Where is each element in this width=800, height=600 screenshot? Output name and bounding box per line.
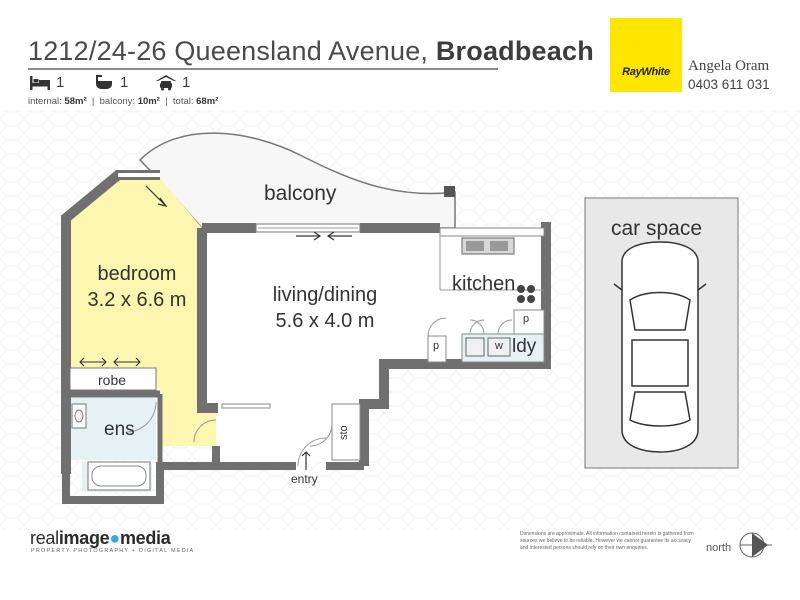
car-outline-icon xyxy=(613,241,707,453)
raywhite-logo xyxy=(610,18,682,92)
address-suburb: Broadbeach xyxy=(435,36,594,66)
ensuite-fixtures xyxy=(71,401,217,491)
bed-icon xyxy=(30,75,50,90)
realimage-media-logo: realimage●media xyxy=(30,528,171,549)
living-floor xyxy=(202,228,548,462)
bed-count-value: 1 xyxy=(56,74,65,91)
raywhite-logo-text: RayWhite xyxy=(622,66,670,78)
robe-label: robe xyxy=(98,372,127,388)
bedroom-name: bedroom xyxy=(97,263,177,285)
agent-phone: 0403 611 031 xyxy=(688,77,770,92)
ensuite-label: ens xyxy=(104,419,135,440)
title-underline xyxy=(28,68,498,70)
bedroom-label: bedroom 3.2 x 6.6 m xyxy=(82,261,192,313)
laundry-label: ldy xyxy=(512,336,537,357)
car-count-value: 1 xyxy=(182,74,191,91)
brand-media: media xyxy=(119,528,171,548)
balcony-area xyxy=(138,132,456,229)
robe-cabinet xyxy=(69,367,157,391)
pantry-label: p xyxy=(433,340,440,352)
brand-real: real xyxy=(30,528,59,548)
kitchen-fixtures xyxy=(439,227,545,303)
total-value: 68m² xyxy=(196,96,219,107)
bedroom-size: 3.2 x 6.6 m xyxy=(87,289,187,311)
bathroom-count: 1 xyxy=(94,74,128,91)
entry-label: entry xyxy=(291,472,318,486)
area-summary: internal: 58m² | balcony: 10m² | total: … xyxy=(28,96,218,107)
address-main: 1212/24-26 Queensland Avenue, xyxy=(28,36,436,66)
pantry2-label: p xyxy=(523,313,530,325)
property-address: 1212/24-26 Queensland Avenue, Broadbeach xyxy=(28,36,594,67)
store-cupboard xyxy=(309,403,361,461)
bath-icon xyxy=(96,75,112,89)
brand-image: image xyxy=(58,528,110,548)
bench xyxy=(221,403,271,409)
kitchen-label: kitchen xyxy=(452,273,516,295)
north-compass-icon xyxy=(739,532,772,558)
garage-car-icon xyxy=(156,74,176,90)
store-label: sto xyxy=(338,425,350,440)
brand-tagline: PROPERTY PHOTOGRAPHY + DIGITAL MEDIA xyxy=(31,548,195,554)
disclaimer: Dimensions are approximate. All informat… xyxy=(520,531,694,551)
internal-label: internal: xyxy=(28,96,65,107)
robe-slider-arrows xyxy=(79,357,141,367)
sliding-door xyxy=(255,223,361,241)
pantry-laundry xyxy=(427,309,545,363)
balcony-area-label: | balcony: xyxy=(86,96,138,107)
balcony-post xyxy=(444,186,455,197)
living-name: living/dining xyxy=(272,284,378,306)
bath-count-value: 1 xyxy=(120,74,129,91)
living-size: 5.6 x 4.0 m xyxy=(275,310,375,332)
total-label: | total: xyxy=(159,96,197,107)
agent-name: Angela Oram xyxy=(688,58,770,74)
bedroom-count: 1 xyxy=(30,74,64,91)
living-label: living/dining 5.6 x 4.0 m xyxy=(255,282,395,334)
car-count: 1 xyxy=(156,74,190,91)
bedroom-slider-arrow xyxy=(145,185,168,207)
brand-dot: ● xyxy=(109,528,120,548)
washer-label: w xyxy=(495,340,503,352)
car-space-label: car space xyxy=(611,217,703,240)
internal-value: 58m² xyxy=(64,96,87,107)
north-label: north xyxy=(706,542,732,554)
balcony-label: balcony xyxy=(264,182,337,205)
balcony-area-value: 10m² xyxy=(137,96,160,107)
entry-door xyxy=(297,437,327,470)
